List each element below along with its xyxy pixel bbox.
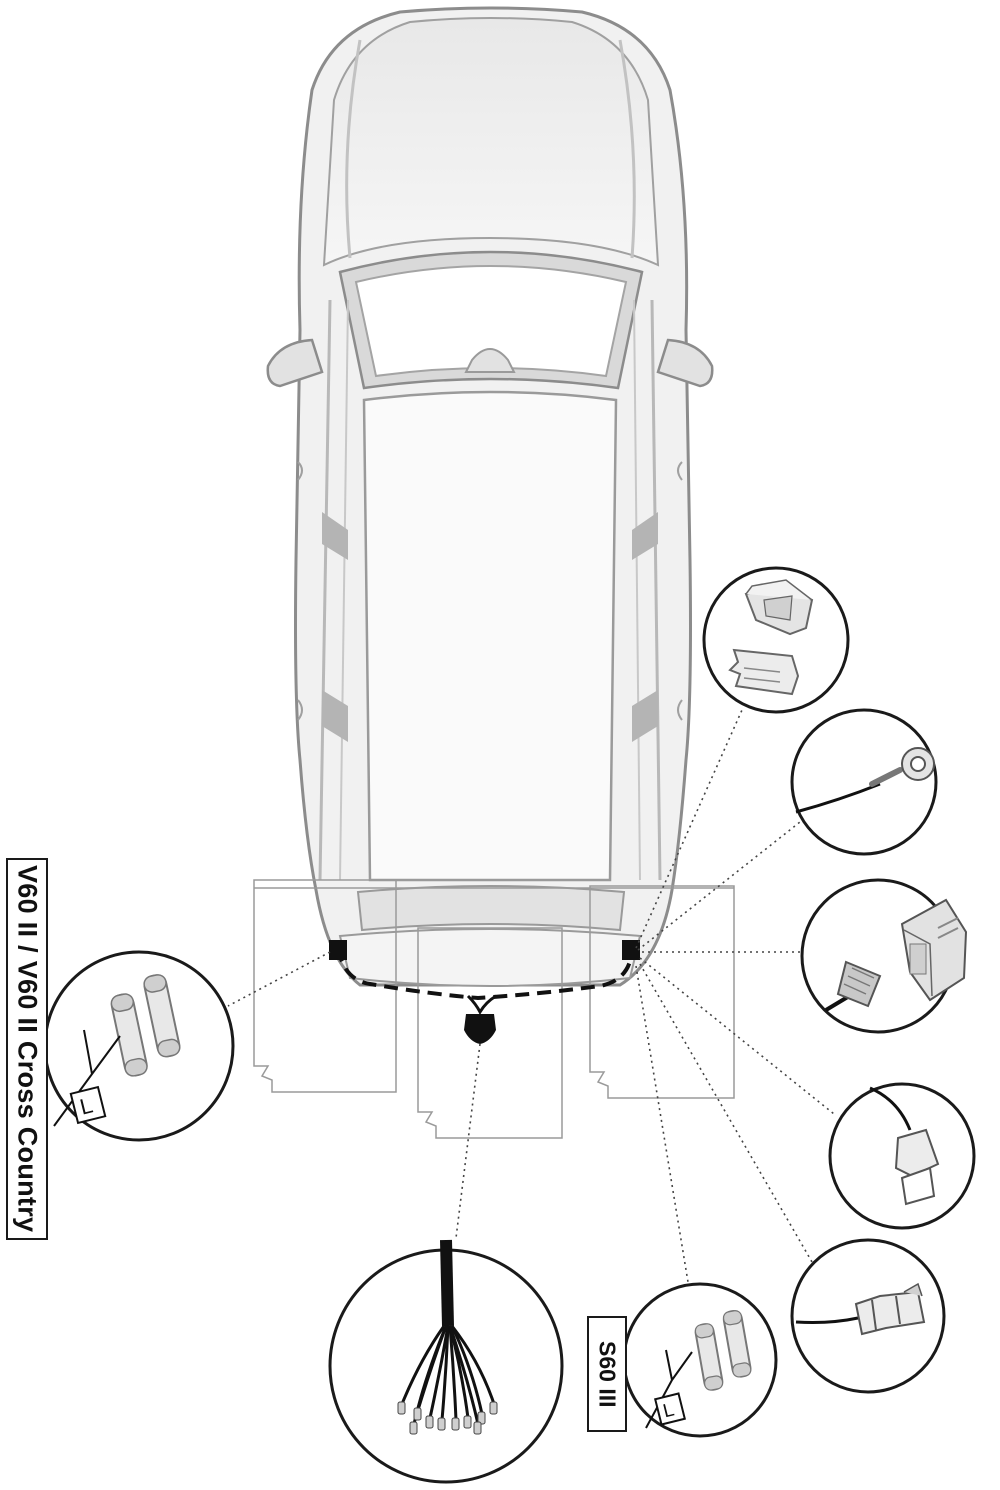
ring-terminal-icon	[795, 747, 935, 814]
harness-connector-socket	[464, 1014, 496, 1044]
callout-ground	[790, 708, 938, 856]
callout-fuse-s60: L	[622, 1282, 778, 1438]
callout-plug	[790, 1238, 946, 1394]
car-hood	[322, 17, 660, 267]
side-marker-l: L	[77, 1092, 95, 1119]
mounting-area-outlines	[253, 879, 735, 1139]
harness-route	[329, 940, 640, 1044]
left-lamp-connector	[329, 940, 347, 960]
callout-fuse-v60: L	[43, 950, 235, 1142]
relay-icon	[728, 579, 814, 696]
model-label-s60: S60 III	[587, 1316, 627, 1432]
side-marker-l: L	[661, 1399, 676, 1422]
leader-lines	[227, 709, 835, 1283]
callout-multipin	[800, 878, 968, 1034]
callout-relay	[702, 566, 850, 714]
plug-connector-icon	[795, 1282, 926, 1336]
car-rear-window	[356, 885, 626, 932]
car-roof	[362, 390, 618, 882]
inline-fuse-icon	[694, 1310, 752, 1391]
callout-twopin	[828, 1082, 976, 1230]
right-side-mirror	[656, 338, 714, 388]
plug-connector-icon	[869, 1086, 940, 1206]
model-label-v60-text: V60 II / V60 II Cross Country	[12, 865, 43, 1233]
inline-fuse-icon	[110, 974, 181, 1077]
wire-bundle-icon	[400, 1239, 496, 1425]
right-lamp-connector	[622, 940, 640, 960]
car-top-view	[266, 6, 714, 987]
callout-harness	[328, 1239, 564, 1484]
car-tailgate	[338, 928, 642, 987]
model-label-v60: V60 II / V60 II Cross Country	[6, 858, 48, 1240]
multi-pin-connector-icon	[824, 898, 968, 1012]
left-side-mirror	[266, 338, 324, 388]
model-label-s60-text: S60 III	[594, 1340, 621, 1408]
